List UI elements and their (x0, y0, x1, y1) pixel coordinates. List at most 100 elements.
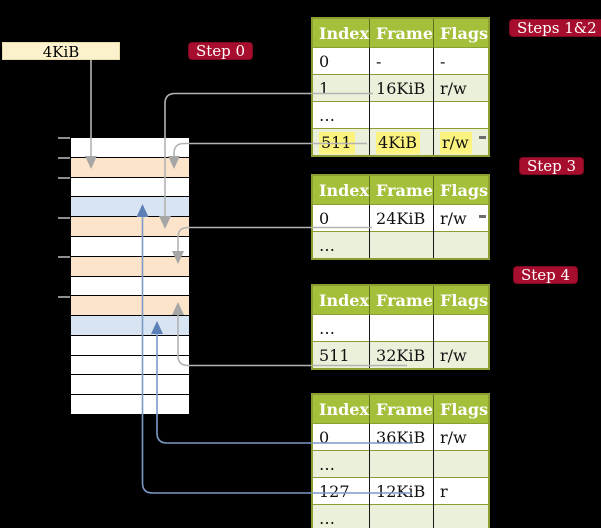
badge-steps-1-2: Steps 1&2 (509, 19, 601, 37)
badge-step-3: Step 3 (519, 157, 585, 175)
memory-frame-free (71, 276, 189, 296)
table-cell (433, 101, 490, 129)
column-header: Frame (369, 18, 434, 48)
table-cell (433, 504, 490, 528)
column-header: Frame (369, 175, 434, 205)
table-cell: 511 (312, 341, 370, 369)
table-cell: 12KiB (369, 477, 434, 505)
memory-frame-free (71, 375, 189, 395)
table-cell (433, 314, 490, 342)
memory-frame-pagetable (71, 296, 189, 316)
memory-frame-pagetable (71, 217, 189, 236)
column-header: Frame (369, 394, 434, 424)
table-cell: r/w (433, 204, 490, 232)
table-header-row: Index Frame Flags (312, 175, 490, 205)
table-header-row: Index Frame Flags (312, 18, 490, 48)
table-cell (369, 231, 434, 259)
table-cell: r/w (433, 74, 490, 102)
table-cell: … (312, 231, 370, 259)
column-header: Frame (369, 285, 434, 315)
memory-frame-free (71, 177, 189, 197)
column-header: Index (312, 18, 370, 48)
memory-tick (58, 295, 70, 298)
memory-frame-free (71, 395, 189, 414)
table-cell (369, 314, 434, 342)
memory-frame-free (71, 335, 189, 355)
memory-frame-free (71, 138, 189, 157)
table-row: … (312, 450, 490, 478)
table-header-row: Index Frame Flags (312, 394, 490, 424)
column-header: Index (312, 394, 370, 424)
table-cell: 24KiB (369, 204, 434, 232)
table-cell: 36KiB (369, 423, 434, 451)
highlighted-value: r/w (440, 131, 472, 154)
table-cell: 0 (312, 423, 370, 451)
column-header: Flags (433, 394, 490, 424)
root-frame-address-box: 4KiB (2, 42, 120, 61)
table-cell: … (312, 504, 370, 528)
table-row: … (312, 231, 490, 259)
table-cell: 32KiB (369, 341, 434, 369)
table-row: … (312, 101, 490, 129)
table-cell: 127 (312, 477, 370, 505)
column-header: Flags (433, 18, 490, 48)
table-cell (369, 101, 434, 129)
highlighted-value: 4KiB (376, 131, 421, 154)
table-cell: 0 (312, 47, 370, 75)
memory-frame-pagetable (71, 157, 189, 177)
table-cell (433, 450, 490, 478)
memory-tick (58, 216, 70, 219)
table-row: 0-- (312, 47, 490, 75)
column-header: Flags (433, 175, 490, 205)
table-row: … (312, 314, 490, 342)
table-cell: … (312, 450, 370, 478)
memory-tick (58, 156, 70, 159)
table-cell: r/w (433, 128, 490, 156)
memory-column (70, 137, 190, 415)
badge-step-0: Step 0 (188, 42, 254, 60)
table-cell: - (369, 47, 434, 75)
column-header: Index (312, 175, 370, 205)
badge-step-4: Step 4 (513, 266, 579, 284)
table-cell: 511 (312, 128, 370, 156)
table-cell (433, 231, 490, 259)
table-cell (369, 450, 434, 478)
memory-frame-pagetable (71, 256, 189, 276)
table-cell: … (312, 101, 370, 129)
table-cell: 1 (312, 74, 370, 102)
table-row: … (312, 504, 490, 528)
table-cell: r/w (433, 341, 490, 369)
memory-frame-free (71, 236, 189, 256)
column-header: Index (312, 285, 370, 315)
table-cell: 0 (312, 204, 370, 232)
table-cell (369, 504, 434, 528)
memory-frame-data (71, 197, 189, 217)
table-row: 511 4KiB r/w (312, 128, 490, 156)
memory-tick (58, 176, 70, 179)
table-cell: - (433, 47, 490, 75)
table-cell: r/w (433, 423, 490, 451)
highlighted-value: 511 (319, 131, 355, 154)
table-cell: r (433, 477, 490, 505)
memory-frame-free (71, 355, 189, 375)
column-header: Flags (433, 285, 490, 315)
memory-tick (58, 256, 70, 259)
table-cell: 4KiB (369, 128, 434, 156)
memory-frame-data (71, 316, 189, 335)
table-cell: … (312, 314, 370, 342)
table-header-row: Index Frame Flags (312, 285, 490, 315)
